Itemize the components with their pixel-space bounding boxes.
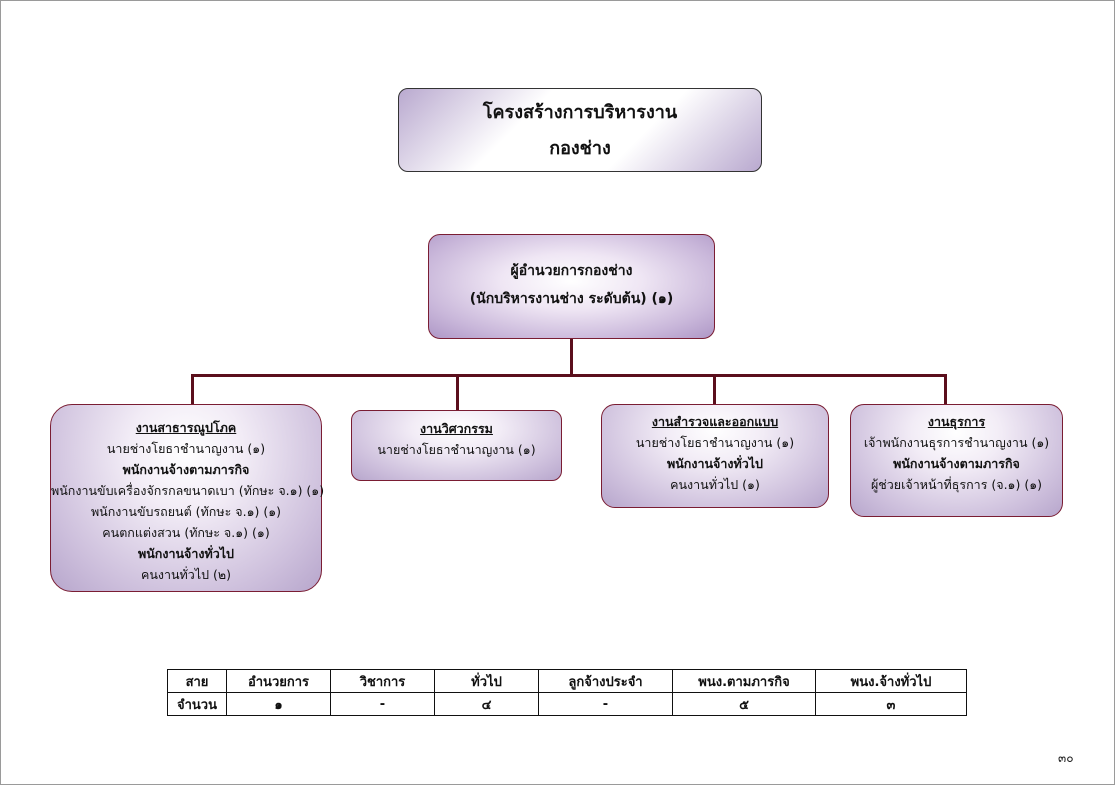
- unit-survey-design-head: งานสำรวจและออกแบบ: [651, 414, 779, 429]
- connector-director-down: [570, 339, 573, 375]
- table-header-cell: พนง.ตามภารกิจ: [672, 669, 816, 693]
- unit-public-works-subhead: พนักงานจ้างทั่วไป: [138, 546, 234, 561]
- connector-public-works: [191, 374, 194, 405]
- unit-public-works-line: พนักงานขับเครื่องจักรกลขนาดเบา (ทักษะ จ.…: [51, 483, 325, 498]
- unit-public-works-line: คนตกแต่งสวน (ทักษะ จ.๑) (๑): [102, 525, 270, 540]
- unit-public-works-subhead: พนักงานจ้างตามภารกิจ: [122, 462, 250, 477]
- unit-administration-line: ผู้ช่วยเจ้าหน้าที่ธุรการ (จ.๑) (๑): [870, 477, 1043, 492]
- table-header-cell: วิชาการ: [330, 669, 435, 693]
- unit-public-works-line: พนักงานขับรถยนต์ (ทักษะ จ.๑) (๑): [90, 504, 282, 519]
- director-position: (นักบริหารงานช่าง ระดับต้น) (๑): [469, 291, 674, 307]
- unit-administration-line: เจ้าพนักงานธุรการชำนาญงาน (๑): [863, 435, 1050, 450]
- unit-administration-subhead: พนักงานจ้างตามภารกิจ: [893, 456, 1020, 471]
- unit-public-works-line: คนงานทั่วไป (๒): [140, 567, 232, 582]
- table-cell: ๓: [815, 692, 967, 716]
- unit-engineering-line: นายช่างโยธาชำนาญงาน (๑): [377, 442, 536, 457]
- connector-horizontal-bus: [191, 374, 947, 377]
- chart-title-line2: กองช่าง: [549, 138, 611, 159]
- table-cell: -: [330, 692, 435, 716]
- table-header-cell: พนง.จ้างทั่วไป: [815, 669, 967, 693]
- table-header-cell: อำนวยการ: [226, 669, 331, 693]
- table-cell: ๑: [226, 692, 331, 716]
- unit-public-works-head: งานสาธารณูปโภค: [135, 420, 237, 435]
- unit-survey-design-box: งานสำรวจและออกแบบ นายช่างโยธาชำนาญงาน (๑…: [601, 404, 829, 508]
- unit-survey-design-subhead: พนักงานจ้างทั่วไป: [667, 456, 763, 471]
- table-header-cell: ทั่วไป: [434, 669, 539, 693]
- connector-survey-design: [713, 374, 716, 405]
- table-header-cell: ลูกจ้างประจำ: [538, 669, 673, 693]
- unit-engineering-box: งานวิศวกรรม นายช่างโยธาชำนาญงาน (๑): [351, 410, 562, 481]
- table-cell: -: [538, 692, 673, 716]
- table-row: จำนวน ๑ - ๔ - ๕ ๓: [167, 692, 967, 716]
- connector-administration: [944, 374, 947, 405]
- table-cell: จำนวน: [167, 692, 227, 716]
- connector-engineering: [456, 374, 459, 411]
- unit-administration-head: งานธุรการ: [927, 414, 986, 429]
- table-header-row: สาย อำนวยการ วิชาการ ทั่วไป ลูกจ้างประจำ…: [167, 669, 967, 693]
- director-title: ผู้อำนวยการกองช่าง: [510, 263, 633, 279]
- unit-public-works-box: งานสาธารณูปโภค นายช่างโยธาชำนาญงาน (๑) พ…: [50, 404, 325, 592]
- staff-summary-table: สาย อำนวยการ วิชาการ ทั่วไป ลูกจ้างประจำ…: [167, 669, 967, 716]
- table-cell: ๔: [434, 692, 539, 716]
- table-header-cell: สาย: [167, 669, 227, 693]
- unit-survey-design-line: คนงานทั่วไป (๑): [670, 477, 760, 492]
- director-box: ผู้อำนวยการกองช่าง (นักบริหารงานช่าง ระด…: [428, 234, 715, 339]
- table-cell: ๕: [672, 692, 816, 716]
- chart-title-box: โครงสร้างการบริหารงาน กองช่าง: [398, 88, 762, 172]
- chart-title-line1: โครงสร้างการบริหารงาน: [482, 102, 678, 123]
- page-number: ๓๐: [1058, 751, 1074, 765]
- unit-public-works-line: นายช่างโยธาชำนาญงาน (๑): [106, 441, 266, 456]
- unit-survey-design-line: นายช่างโยธาชำนาญงาน (๑): [635, 435, 795, 450]
- unit-engineering-head: งานวิศวกรรม: [420, 421, 493, 436]
- unit-administration-box: งานธุรการ เจ้าพนักงานธุรการชำนาญงาน (๑) …: [850, 404, 1063, 517]
